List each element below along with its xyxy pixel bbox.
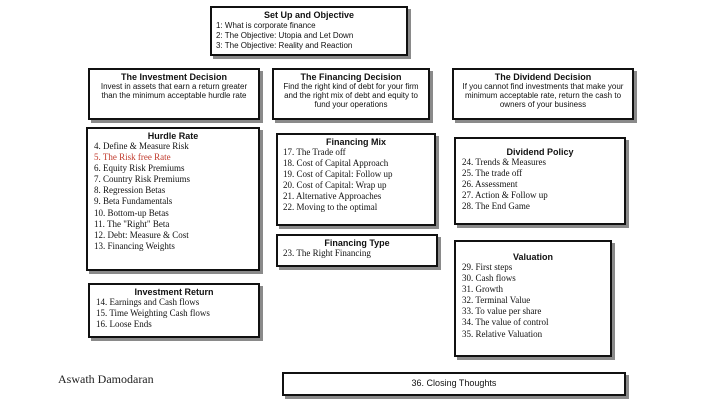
list-item: 22. Moving to the optimal [283,202,378,213]
list-item: 35. Relative Valuation [462,328,543,339]
setup-objective-box: Set Up and Objective 1: What is corporat… [210,6,408,56]
author-footer: Aswath Damodaran [58,372,154,386]
list-item: 24. Trends & Measures [462,157,547,167]
list-item: 20. Cost of Capital: Wrap up [283,180,387,191]
financing-mix-title: Financing Mix [325,137,386,147]
list-item: 25. The trade off [462,168,523,179]
list-item: 16. Loose Ends [96,319,152,330]
financing-decision-box: The Financing Decision Find the right ki… [272,68,430,120]
hurdle-rate-title: Hurdle Rate [147,131,199,141]
dividend-decision-box: The Dividend Decision If you cannot find… [452,68,634,120]
investment-return-title: Investment Return [134,287,214,297]
dividend-policy-list: 24. Trends & Measures 25. The trade off … [462,157,618,212]
list-item: 31. Growth [462,284,503,295]
investment-return-box: Investment Return 14. Earnings and Cash … [88,283,260,338]
list-item: 34. The value of control [462,317,549,328]
setup-item: 1: What is corporate finance [216,21,316,30]
financing-decision-title: The Financing Decision [300,72,402,82]
investment-return-list: 14. Earnings and Cash flows 15. Time Wei… [96,297,252,330]
list-item: 21. Alternative Approaches [283,191,382,202]
list-item: 14. Earnings and Cash flows [96,297,200,307]
list-item: 10. Bottom-up Betas [94,207,169,218]
list-item: 30. Cash flows [462,273,516,284]
list-item: 23. The Right Financing [283,248,371,258]
setup-list: 1: What is corporate finance 2: The Obje… [216,21,402,51]
list-item: 6. Equity Risk Premiums [94,163,185,174]
setup-item: 3: The Objective: Reality and Reaction [216,41,353,50]
closing-thoughts-label: 36. Closing Thoughts [411,378,497,388]
list-item: 13. Financing Weights [94,240,175,251]
setup-title: Set Up and Objective [263,10,355,20]
hurdle-rate-list: 4. Define & Measure Risk 5. The Risk fre… [94,141,252,252]
list-item: 29. First steps [462,262,513,272]
list-item: 11. The "Right" Beta [94,218,170,229]
list-item: 17. The Trade off [283,147,346,157]
list-item: 7. Country Risk Premiums [94,174,191,185]
hurdle-rate-box: Hurdle Rate 4. Define & Measure Risk 5. … [86,127,260,271]
list-item: 9. Beta Fundamentals [94,196,173,207]
investment-decision-text: Invest in assets that earn a return grea… [100,82,248,100]
financing-mix-box: Financing Mix 17. The Trade off 18. Cost… [276,133,436,226]
dividend-decision-title: The Dividend Decision [494,72,592,82]
list-item: 18. Cost of Capital Approach [283,158,389,169]
financing-type-title: Financing Type [324,238,390,248]
financing-type-list: 23. The Right Financing [283,248,431,259]
valuation-box: Valuation 29. First steps 30. Cash flows… [454,240,612,357]
list-item: 28. The End Game [462,201,530,212]
investment-decision-box: The Investment Decision Invest in assets… [88,68,260,120]
list-item: 15. Time Weighting Cash flows [96,308,210,319]
valuation-list: 29. First steps 30. Cash flows 31. Growt… [462,262,604,340]
financing-mix-list: 17. The Trade off 18. Cost of Capital Ap… [283,147,429,214]
list-item: 27. Action & Follow up [462,190,548,201]
list-item: 19. Cost of Capital: Follow up [283,169,393,180]
list-item-highlighted: 5. The Risk free Rate [94,152,171,163]
dividend-policy-box: Dividend Policy 24. Trends & Measures 25… [454,137,626,225]
closing-thoughts-box: 36. Closing Thoughts [282,372,626,396]
financing-decision-text: Find the right kind of debt for your fir… [283,82,419,109]
list-item: 26. Assessment [462,179,518,190]
valuation-title: Valuation [512,252,553,262]
list-item: 12. Debt: Measure & Cost [94,229,189,240]
list-item: 4. Define & Measure Risk [94,141,189,151]
investment-decision-title: The Investment Decision [120,72,228,82]
dividend-decision-text: If you cannot find investments that make… [462,82,624,109]
dividend-policy-title: Dividend Policy [506,147,574,157]
list-item: 8. Regression Betas [94,185,166,196]
financing-type-box: Financing Type 23. The Right Financing [276,234,438,267]
setup-item: 2: The Objective: Utopia and Let Down [216,31,354,40]
list-item: 33. To value per share [462,306,542,317]
list-item: 32. Terminal Value [462,295,531,306]
